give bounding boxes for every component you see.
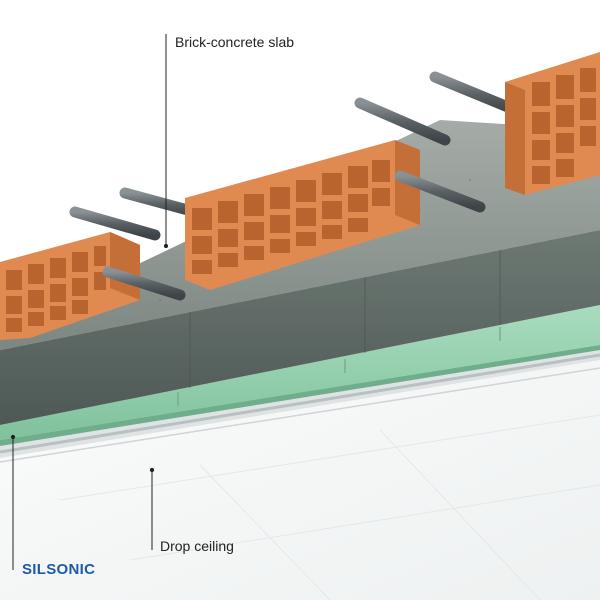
drop-ceiling-label: Drop ceiling [160, 538, 234, 554]
rebar-group-front [102, 170, 486, 301]
leader-lines [10, 34, 169, 570]
silsonic-label: SILSONIC [22, 561, 96, 578]
brick-block-right [505, 52, 600, 195]
brick-block-left [0, 232, 140, 340]
ceiling-grid-lines [59, 414, 600, 600]
slab-label: Brick-concrete slab [175, 34, 295, 50]
silsonic-layer [0, 305, 600, 446]
